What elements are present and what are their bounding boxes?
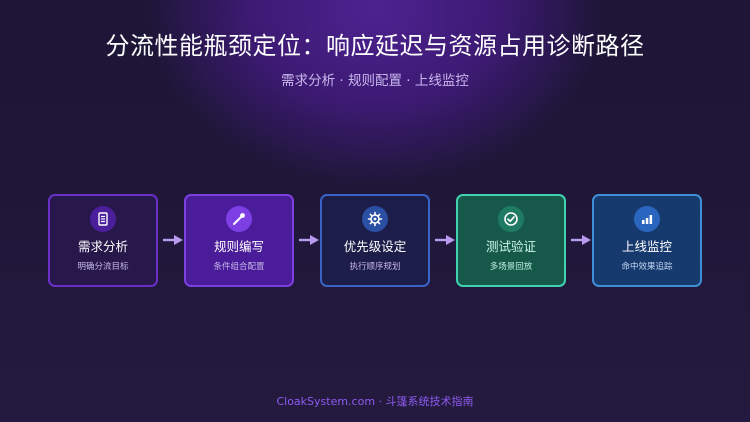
document-list-icon <box>90 206 116 232</box>
step-card-rule-writing: 规则编写 条件组合配置 <box>184 194 294 287</box>
arrow-right-icon <box>571 235 591 245</box>
pencil-icon <box>226 206 252 232</box>
step-card-priority-setting: 优先级设定 执行顺序规划 <box>320 194 430 287</box>
step-card-requirement-analysis: 需求分析 明确分流目标 <box>48 194 158 287</box>
step-description: 命中效果追踪 <box>621 262 673 272</box>
arrow-right-icon <box>299 235 319 245</box>
check-circle-icon <box>498 206 524 232</box>
gear-icon <box>362 206 388 232</box>
step-label: 需求分析 <box>77 239 128 254</box>
step-label: 上线监控 <box>621 239 672 254</box>
page-subtitle: 需求分析 · 规则配置 · 上线监控 <box>281 73 469 89</box>
step-card-launch-monitoring: 上线监控 命中效果追踪 <box>592 194 702 287</box>
step-description: 条件组合配置 <box>213 262 265 272</box>
step-label: 测试验证 <box>485 239 536 254</box>
step-label: 优先级设定 <box>343 239 407 254</box>
arrow-right-icon <box>163 235 183 245</box>
step-description: 多场景回放 <box>489 262 533 272</box>
step-description: 执行顺序规划 <box>349 262 401 272</box>
step-description: 明确分流目标 <box>77 262 129 272</box>
page-title: 分流性能瓶颈定位：响应延迟与资源占用诊断路径 <box>105 32 645 60</box>
step-card-test-validation: 测试验证 多场景回放 <box>456 194 566 287</box>
step-label: 规则编写 <box>213 239 264 254</box>
bar-chart-icon <box>634 206 660 232</box>
footer-credit: CloakSystem.com · 斗篷系统技术指南 <box>276 395 474 408</box>
arrow-right-icon <box>435 235 455 245</box>
